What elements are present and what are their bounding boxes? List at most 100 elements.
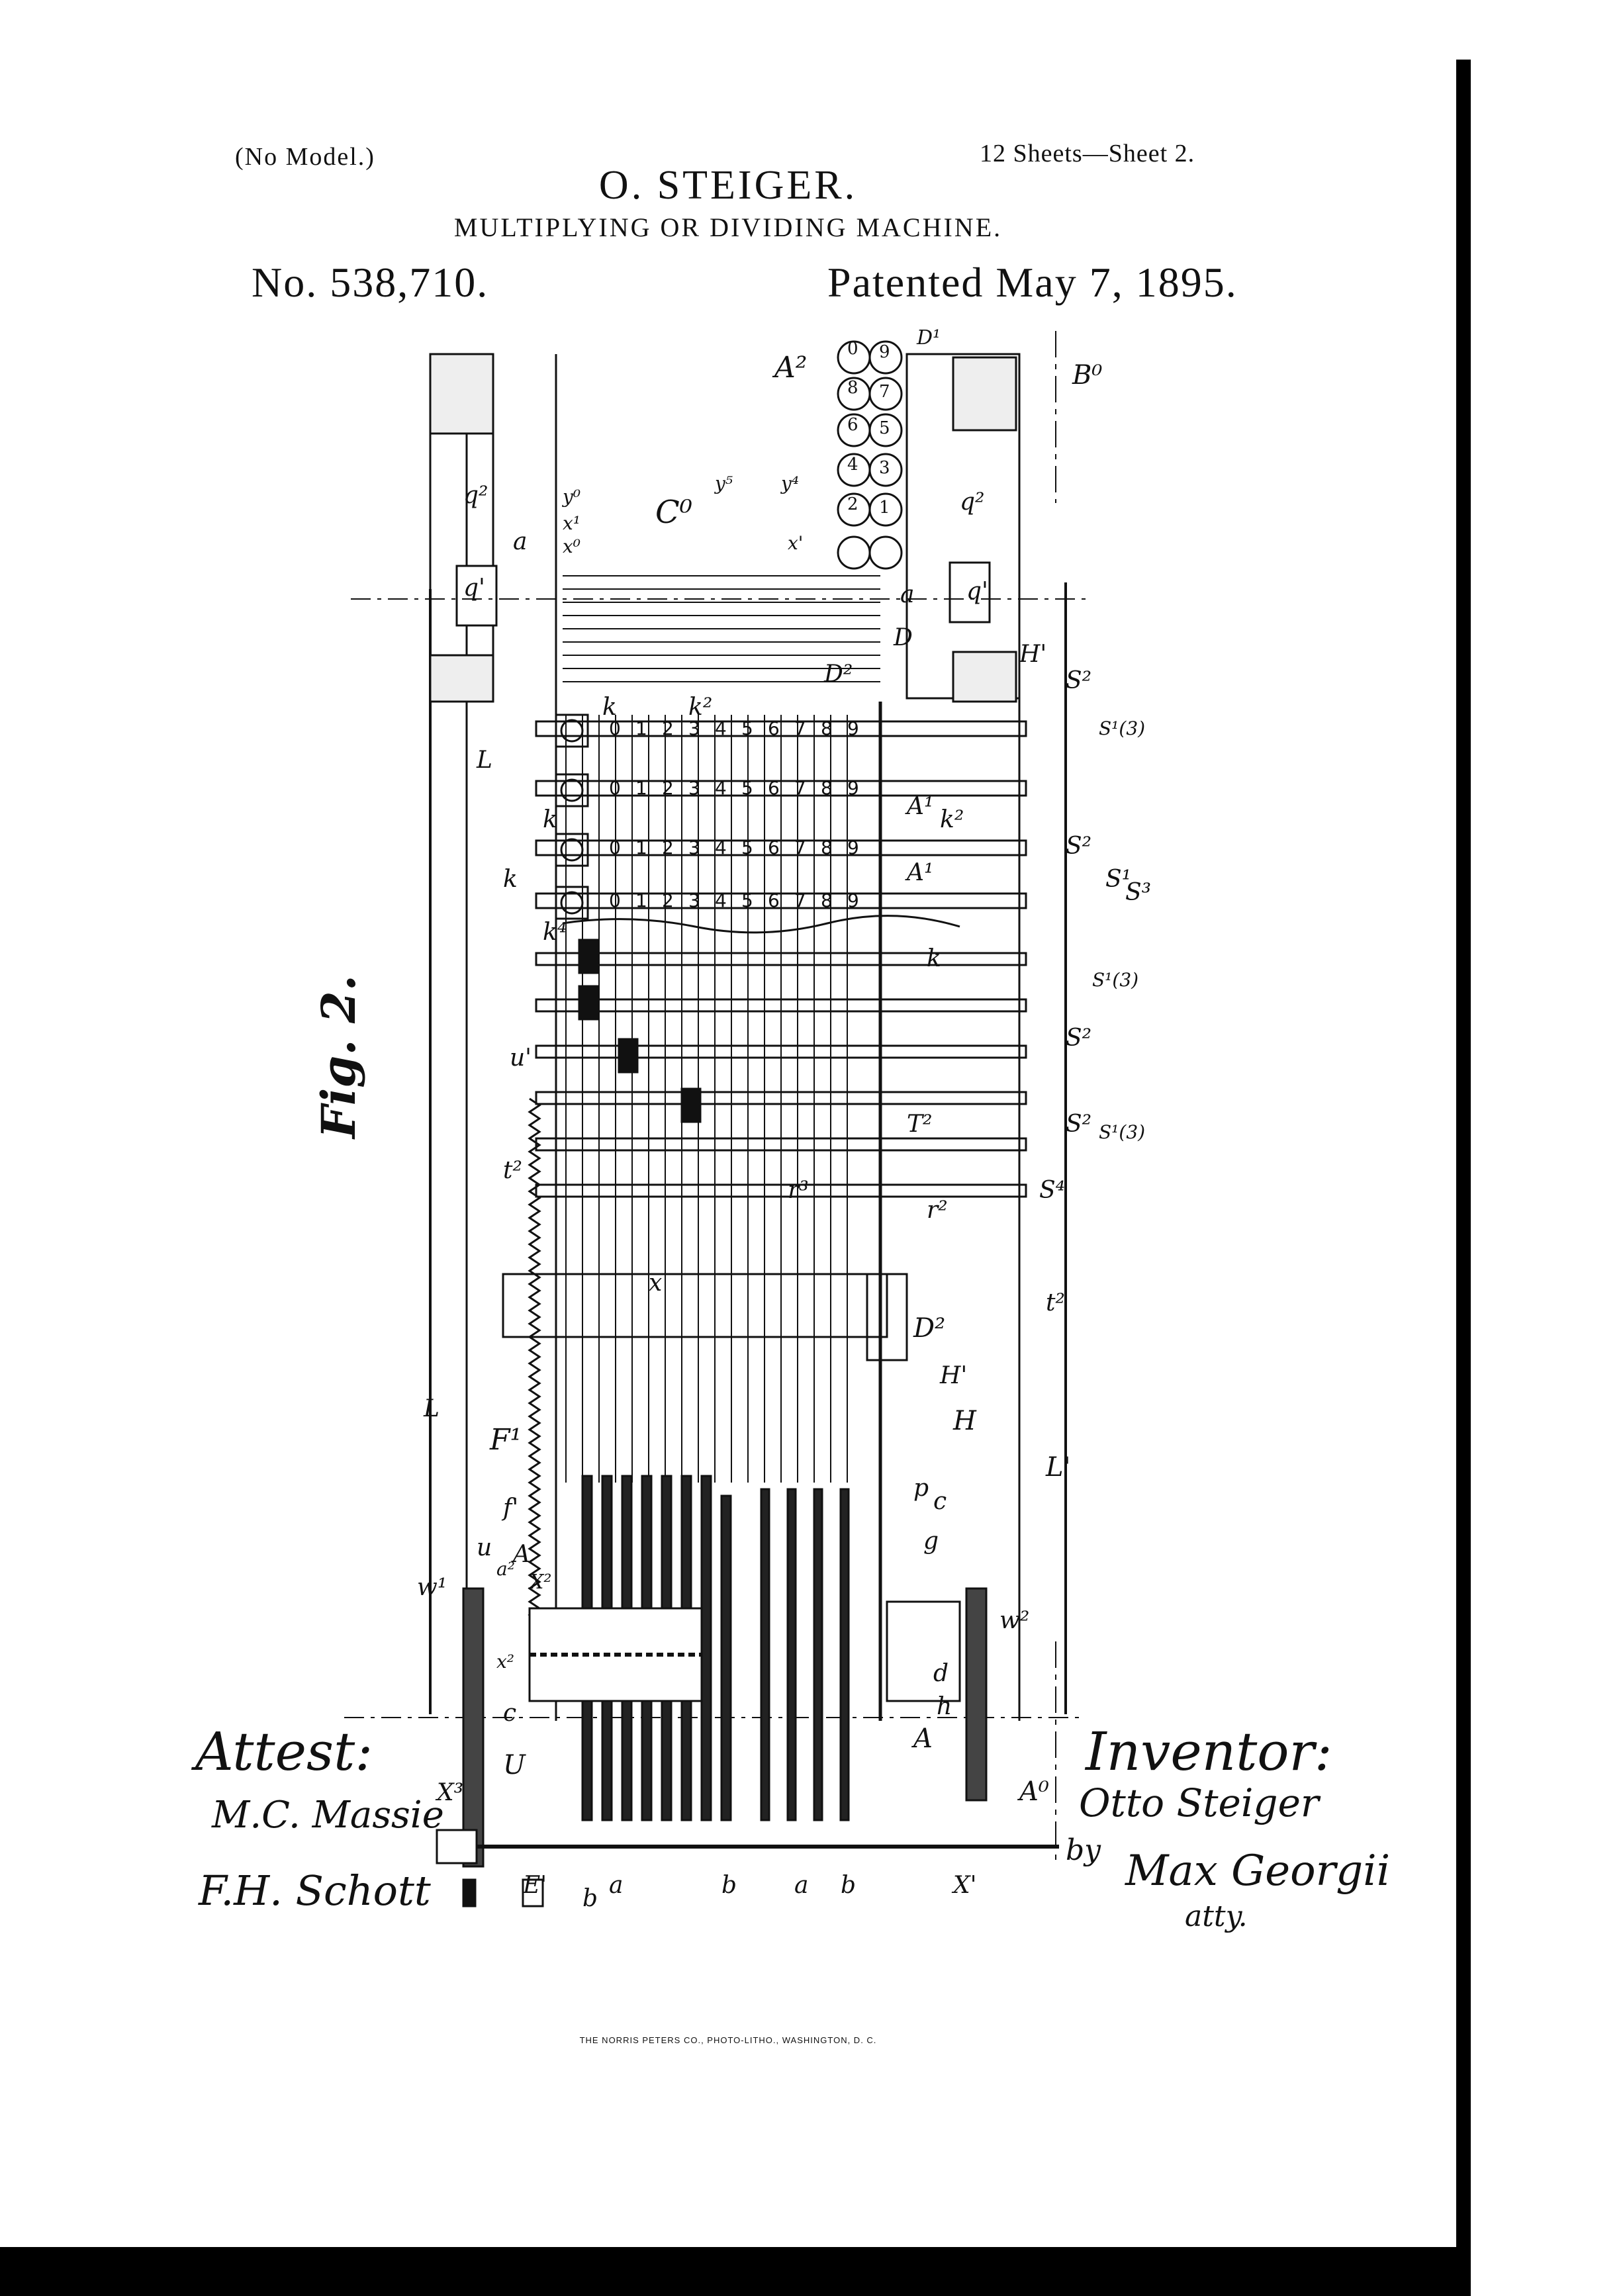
label-x2: x² bbox=[496, 1651, 514, 1673]
scan-border-right bbox=[1456, 60, 1471, 2296]
label-S1c: S¹(3) bbox=[1092, 969, 1138, 991]
digit-row4-1: 1 bbox=[635, 890, 647, 911]
label-q2-top: q² bbox=[463, 482, 488, 509]
digit-row1-9: 9 bbox=[847, 717, 859, 739]
digit-row3-4: 4 bbox=[715, 837, 727, 858]
label-A2: A² bbox=[772, 351, 807, 385]
digit-row2-9: 9 bbox=[847, 777, 859, 799]
label-L-mid: L bbox=[423, 1395, 440, 1422]
label-S1a: S¹(3) bbox=[1099, 717, 1145, 739]
wheel-top-2: 6 bbox=[847, 415, 858, 435]
digit-row4-9: 9 bbox=[847, 890, 859, 911]
label-k1: k bbox=[602, 694, 617, 721]
vertical-rods bbox=[565, 715, 848, 1483]
label-L1: L' bbox=[1045, 1452, 1071, 1483]
wheel-bottom-4: 1 bbox=[879, 498, 890, 518]
digit-row1-8: 8 bbox=[821, 717, 833, 739]
digit-row2-6: 6 bbox=[768, 777, 780, 799]
digit-row3-6: 6 bbox=[768, 837, 780, 858]
label-k4: k⁴ bbox=[543, 919, 567, 946]
label-h: h bbox=[937, 1693, 952, 1720]
digit-row4-7: 7 bbox=[794, 890, 806, 911]
inventor-label: Inventor: bbox=[1086, 1721, 1332, 1782]
label-A1b: A¹ bbox=[905, 859, 933, 886]
label-w1: w¹ bbox=[417, 1574, 447, 1601]
by-label: by bbox=[1066, 1833, 1101, 1867]
label-c: c bbox=[933, 1488, 947, 1515]
label-S1d: S¹(3) bbox=[1099, 1121, 1145, 1143]
label-k-mid: k bbox=[927, 945, 941, 972]
label-A0: A⁰ bbox=[1017, 1776, 1049, 1807]
wheel-top-4: 2 bbox=[847, 494, 858, 514]
digit-row3-8: 8 bbox=[821, 837, 833, 858]
label-t2: t² bbox=[503, 1157, 522, 1184]
no-model-label: (No Model.) bbox=[235, 143, 375, 171]
digit-row4-3: 3 bbox=[688, 890, 700, 911]
top-counter-bars bbox=[563, 575, 880, 682]
label-S3: S³ bbox=[1125, 879, 1151, 906]
witness-signature-2: F.H. Schott bbox=[199, 1866, 431, 1915]
label-H: H bbox=[952, 1406, 977, 1436]
label-T2: T² bbox=[907, 1111, 932, 1138]
label-D1: D¹ bbox=[916, 326, 941, 349]
label-u1: u' bbox=[510, 1044, 532, 1072]
label-t2b: t² bbox=[1046, 1289, 1065, 1316]
label-x0: x⁰ bbox=[563, 535, 580, 557]
digit-row2-1: 1 bbox=[635, 777, 647, 799]
digit-row1-1: 1 bbox=[635, 717, 647, 739]
label-q2-right: q² bbox=[960, 488, 984, 516]
wheel-bottom-2: 5 bbox=[879, 418, 890, 438]
label-c0: C⁰ bbox=[655, 494, 692, 531]
scan-border-bottom bbox=[0, 2247, 1471, 2296]
sheet-count: 12 Sheets—Sheet 2. bbox=[980, 140, 1195, 167]
wheel-top-3: 4 bbox=[847, 455, 858, 475]
printer-credit: THE NORRIS PETERS CO., PHOTO-LITHO., WAS… bbox=[579, 2035, 877, 2045]
label-a-mid: a bbox=[900, 581, 914, 608]
label-F1: F¹ bbox=[489, 1423, 522, 1457]
digit-row3-2: 2 bbox=[662, 837, 674, 858]
digit-row3-7: 7 bbox=[794, 837, 806, 858]
digit-row3-1: 1 bbox=[635, 837, 647, 858]
figure-label: Fig. 2. bbox=[311, 974, 366, 1138]
setting-knobs bbox=[555, 713, 589, 920]
label-r3: r³ bbox=[788, 1177, 809, 1204]
label-a-low: a bbox=[609, 1872, 623, 1899]
digit-row3-9: 9 bbox=[847, 837, 859, 858]
label-q1-right: q' bbox=[966, 578, 988, 605]
gear-wheel-w2 bbox=[965, 1587, 988, 1802]
label-g: g bbox=[923, 1528, 939, 1555]
label-w2: w² bbox=[999, 1607, 1029, 1634]
label-A-low: A bbox=[911, 1723, 933, 1754]
label-b2: b bbox=[721, 1872, 737, 1899]
label-a-low2: a bbox=[794, 1872, 808, 1899]
label-U: U bbox=[503, 1750, 526, 1780]
label-S2d: S² bbox=[1066, 1111, 1091, 1138]
label-X3: X³ bbox=[435, 1779, 463, 1806]
digit-row1-0: 0 bbox=[609, 717, 621, 739]
label-a-top: a bbox=[513, 528, 527, 555]
digit-row4-5: 5 bbox=[741, 890, 753, 911]
label-X2: X² bbox=[528, 1571, 551, 1594]
digit-row1-3: 3 bbox=[688, 717, 700, 739]
label-p: p bbox=[913, 1475, 929, 1502]
label-k-dbl: k² bbox=[688, 694, 712, 721]
digit-row3-3: 3 bbox=[688, 837, 700, 858]
label-x-mid: x bbox=[649, 1269, 662, 1297]
wheel-top-0: 0 bbox=[847, 339, 858, 359]
label-c1: c bbox=[503, 1700, 516, 1727]
label-y0: y⁰ bbox=[561, 486, 580, 508]
label-A1a: A¹ bbox=[905, 793, 933, 820]
label-u: u bbox=[477, 1534, 492, 1561]
digit-row2-0: 0 bbox=[609, 777, 621, 799]
label-S4: S⁴ bbox=[1039, 1177, 1065, 1204]
label-k2: k bbox=[543, 806, 557, 833]
digit-row3-5: 5 bbox=[741, 837, 753, 858]
label-k3: k bbox=[503, 866, 518, 893]
digit-row2-2: 2 bbox=[662, 777, 674, 799]
patent-number: No. 538,710. bbox=[252, 259, 489, 306]
digit-row4-2: 2 bbox=[662, 890, 674, 911]
label-H1b: H' bbox=[939, 1362, 967, 1389]
label-B0: B⁰ bbox=[1072, 360, 1102, 390]
attorney-signature: Max Georgii bbox=[1125, 1847, 1391, 1896]
label-d: d bbox=[933, 1660, 949, 1687]
